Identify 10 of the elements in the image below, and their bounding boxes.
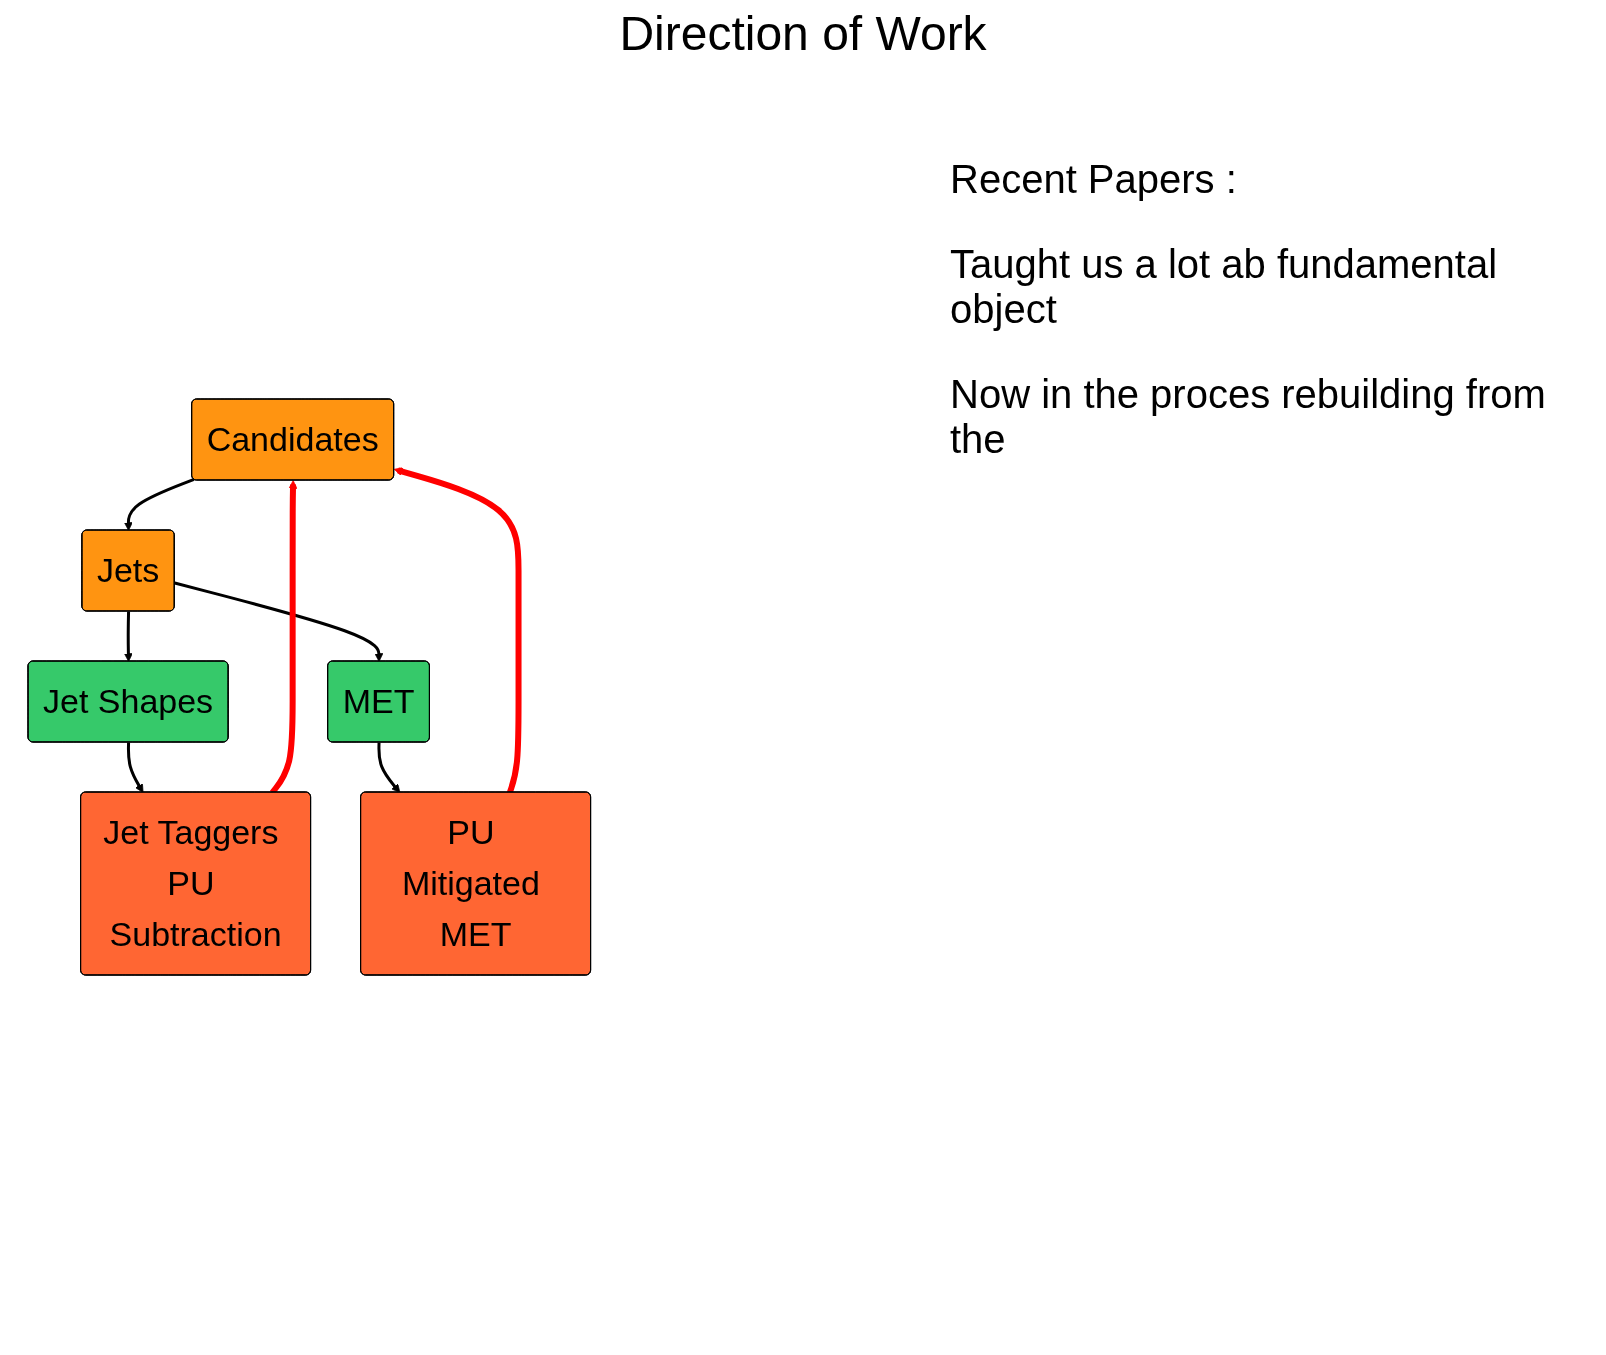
arrow: [174, 581, 384, 662]
arrow: [377, 742, 401, 793]
note-text: Now in the proces rebuilding from the: [950, 372, 1547, 462]
arrow: [393, 467, 522, 794]
arrow: [124, 478, 195, 531]
title: Direction of Work: [618, 6, 988, 61]
note-text: Recent Papers :: [950, 157, 1238, 202]
note-text: Taught us a lot ab fundamental object: [950, 242, 1499, 332]
arrow: [124, 611, 133, 662]
arrow: [126, 742, 144, 793]
